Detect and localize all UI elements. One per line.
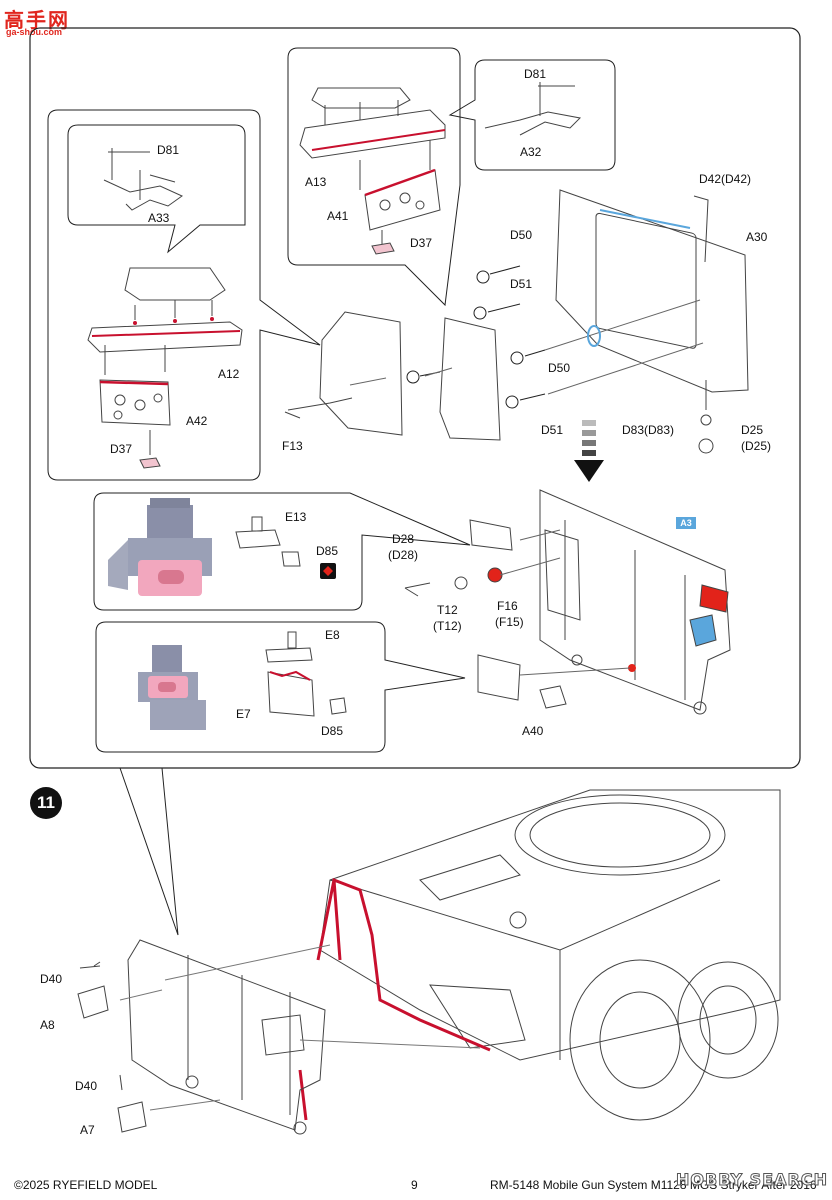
a7-part [117, 1074, 147, 1133]
label-a32: A32 [520, 145, 542, 159]
label-a30: A30 [746, 230, 768, 244]
main-frame [29, 27, 801, 769]
label-d37-a: D37 [110, 442, 133, 456]
watermark-text: HOBBY SEARCH [676, 1170, 828, 1190]
red-outline-trace [298, 877, 491, 1121]
inset-a32-callout [448, 59, 616, 171]
panel-a12-callout [47, 109, 321, 481]
a32-part [484, 82, 582, 136]
callout-pointer-main [119, 767, 179, 936]
label-d51-b: D51 [541, 423, 564, 437]
label-f13: F13 [282, 439, 303, 453]
d25-shackle [698, 380, 714, 454]
down-arrow [574, 420, 604, 482]
panel-a13-callout [287, 47, 461, 307]
label-d42: D42(D42) [699, 172, 752, 186]
d85-icon-badge [320, 563, 336, 579]
label-a42: A42 [186, 414, 208, 428]
wheels [569, 959, 779, 1121]
step-number-badge: 11 [30, 787, 62, 819]
label-d28-a: D28 [392, 532, 415, 546]
label-e13: E13 [285, 510, 307, 524]
label-a12: A12 [218, 367, 240, 381]
a13-part [299, 87, 446, 190]
ramp-assembly-middle [404, 489, 731, 715]
color-tag-a3: A3 [676, 517, 696, 529]
e13-part [235, 516, 301, 567]
e13-panel-art [108, 498, 212, 596]
label-d81-a: D81 [157, 143, 180, 157]
label-f16-b: (F15) [495, 615, 524, 629]
blue-shackle [587, 209, 691, 347]
label-d85-a: D85 [316, 544, 339, 558]
label-e8: E8 [325, 628, 340, 642]
label-e7: E7 [236, 707, 251, 721]
label-a8: A8 [40, 1018, 55, 1032]
label-d50-a: D50 [510, 228, 533, 242]
footer-kit-title: RM-5148 Mobile Gun System M1128 MGS Stry… [490, 1178, 817, 1192]
panel-e8-callout [95, 621, 466, 753]
label-d28-b: (D28) [388, 548, 419, 562]
e8-panel-art [138, 645, 206, 730]
label-f16-a: F16 [497, 599, 518, 613]
panel-e13-callout [93, 492, 471, 611]
label-d40-a: D40 [40, 972, 63, 986]
a33-part [103, 148, 183, 211]
label-d40-b: D40 [75, 1079, 98, 1093]
d42-part [693, 195, 709, 263]
label-t12-a: T12 [437, 603, 458, 617]
a12-part [87, 267, 243, 375]
label-d85-b: D85 [321, 724, 344, 738]
hardware-markers [349, 265, 704, 409]
inset-a33-callout [67, 124, 246, 254]
footer-copyright: ©2025 RYEFIELD MODEL [14, 1178, 158, 1192]
label-d51-a: D51 [510, 277, 533, 291]
label-t12-b: (T12) [433, 619, 462, 633]
a42-part [99, 379, 171, 469]
label-d25-b: (D25) [741, 439, 772, 453]
footer-page-number: 9 [411, 1178, 418, 1192]
label-d25-a: D25 [741, 423, 764, 437]
label-a40: A40 [522, 724, 544, 738]
label-a7: A7 [80, 1123, 95, 1137]
a8-part [77, 961, 109, 1019]
ramp-door-upper [284, 189, 749, 441]
label-d83: D83(D83) [622, 423, 675, 437]
label-d81-b: D81 [524, 67, 547, 81]
label-a41: A41 [327, 209, 349, 223]
label-a13: A13 [305, 175, 327, 189]
a41-part [364, 168, 441, 255]
e8-part [265, 631, 347, 717]
site-logo-url: ga-shou.com [6, 27, 63, 37]
label-d50-b: D50 [548, 361, 571, 375]
label-d37-b: D37 [410, 236, 433, 250]
ramp-door-step11 [119, 939, 481, 1135]
site-logo: 高手网 ga-shou.com [4, 4, 74, 38]
label-a33: A33 [148, 211, 170, 225]
vehicle-hull [319, 789, 781, 1061]
